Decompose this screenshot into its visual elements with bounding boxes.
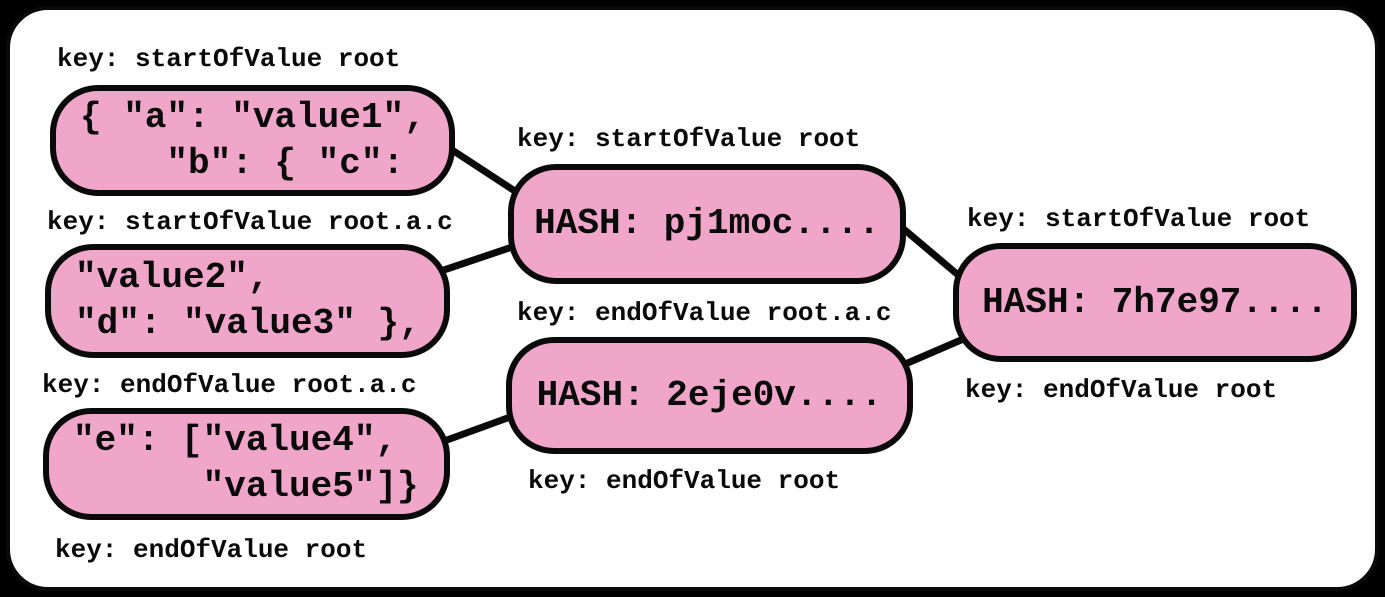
key-label-start-root-a-c: key: startOfValue root.a.c <box>47 207 453 237</box>
key-label-end-root-3: key: endOfValue root <box>965 375 1278 405</box>
key-label-end-root-2: key: endOfValue root <box>528 466 841 496</box>
root-hash-node: HASH: 7h7e97.... <box>953 243 1357 362</box>
value-node-1: { "a": "value1", "b": { "c": <box>50 85 455 196</box>
value-node-1-line-2: "b": { "c": <box>80 142 405 184</box>
hash-node-b-text: HASH: 2eje0v.... <box>536 374 883 416</box>
value-node-1-line-1: { "a": "value1", <box>80 96 426 138</box>
root-hash-node-text: HASH: 7h7e97.... <box>982 281 1328 323</box>
key-label-start-root-2: key: startOfValue root <box>517 124 861 154</box>
key-label-end-root-a-c-2: key: endOfValue root.a.c <box>517 298 892 328</box>
value-node-3-line-2: "value5"]} <box>73 466 419 507</box>
hash-node-a-text: HASH: pj1moc.... <box>534 203 880 244</box>
value-node-2-line-2: "d": "value3" }, <box>75 303 421 344</box>
value-node-3: "e": ["value4", "value5"]} <box>43 408 450 520</box>
value-node-2: "value2", "d": "value3" }, <box>45 244 450 358</box>
value-node-3-line-1: "e": ["value4", <box>73 420 398 461</box>
hash-node-b: HASH: 2eje0v.... <box>506 337 913 454</box>
value-node-2-line-1: "value2", <box>75 257 270 298</box>
key-label-start-root-1: key: startOfValue root <box>57 44 401 74</box>
key-label-end-root-a-c-1: key: endOfValue root.a.c <box>42 370 417 400</box>
key-label-end-root-1: key: endOfValue root <box>55 535 368 565</box>
key-label-start-root-3: key: startOfValue root <box>967 204 1311 234</box>
hash-node-a: HASH: pj1moc.... <box>508 164 906 284</box>
